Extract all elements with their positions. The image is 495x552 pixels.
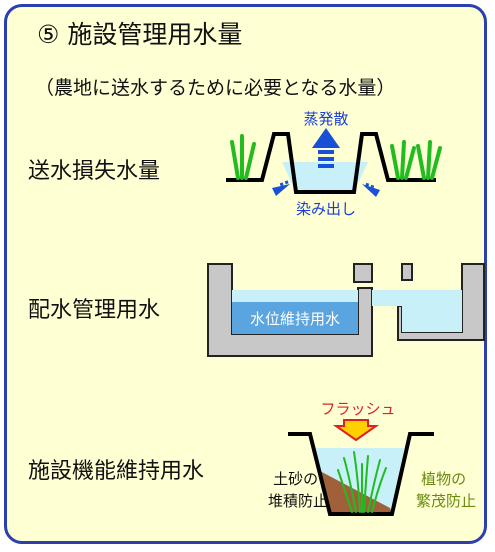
label-vegetation-prevention: 植物の 繁茂防止 [416,470,476,510]
card-subtitle: （農地に送水するために必要となる水量） [35,77,396,99]
grass-right-icon [390,140,442,180]
label-vegetation-line2: 繁茂防止 [416,492,476,510]
label-distribution-management: 配水管理用水 [28,298,161,323]
channel-water [372,290,462,306]
seepage-arrow-right-icon [362,182,380,197]
label-vegetation-line1: 植物の [421,470,466,488]
conveyance-loss-diagram: 蒸発散 染み出し [226,110,442,218]
maintenance-diagram: フラッシュ 土砂の 堆積防止 植物の 繁茂防止 [268,400,476,516]
canal-profile [226,132,436,194]
lower-water [402,306,462,332]
label-sediment-prevention: 土砂の 堆積防止 [268,470,328,510]
weeds-icon [337,451,387,513]
grass-left-icon [230,134,256,180]
distribution-diagram: 水位維持用水 [207,263,485,357]
label-sediment-line2: 堆積防止 [268,492,328,510]
label-flush: フラッシュ [320,400,395,418]
label-seepage: 染み出し [296,200,356,218]
label-water-level-maintenance: 水位維持用水 [250,310,340,328]
gate-block [353,263,373,283]
evaporation-arrow-icon [312,128,340,168]
water-level-maintenance-box [232,302,358,334]
tank-left-wall [207,263,373,357]
upper-water [232,290,358,302]
seepage-arrow-left-icon [272,180,290,196]
card-title: ⑤ 施設管理用水量 [37,20,243,49]
canal-water [282,162,368,192]
label-sediment-line1: 土砂の [273,470,318,488]
channel-profile-3 [288,432,434,516]
flash-arrow-icon [332,419,380,442]
label-evapotranspiration: 蒸発散 [303,110,348,128]
label-conveyance-loss: 送水損失水量 [28,159,161,184]
gate-post [401,263,413,281]
label-facility-maintenance: 施設機能維持用水 [28,459,205,484]
